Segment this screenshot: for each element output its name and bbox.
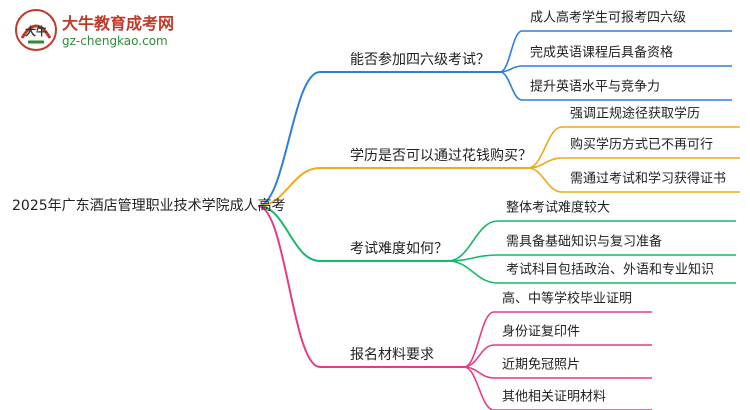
leaf-topic-2-2: 购买学历方式已不再可行 bbox=[570, 137, 713, 153]
leaf-topic-4-3: 近期免冠照片 bbox=[502, 358, 580, 373]
mind-map-nodes: 2025年广东酒店管理职业技术学院成人高考 能否参加四六级考试？ 成人高考学生可报考… bbox=[12, 10, 726, 405]
leaf-link-1-1 bbox=[499, 30, 523, 73]
leaf-link-3-1 bbox=[447, 220, 499, 262]
leaf-link-1-2 bbox=[499, 65, 523, 73]
leaf-link-2-3 bbox=[527, 167, 563, 193]
leaf-topic-3-3: 考试科目包括政治、外语和专业知识 bbox=[506, 262, 714, 278]
leaf-link-1-3 bbox=[499, 71, 523, 101]
logo-title: 大牛教育成考网 bbox=[62, 14, 175, 33]
branch-link-2 bbox=[257, 167, 321, 207]
site-logo: 大牛 大牛教育成考网 gz-chengkao.com bbox=[14, 8, 244, 54]
branch-topic-4: 报名材料要求 bbox=[350, 347, 434, 363]
leaf-link-2-1 bbox=[527, 126, 563, 169]
branch-topic-2: 学历是否可以通过花钱购买？ bbox=[350, 148, 532, 164]
leaf-topic-2-3: 需通过考试和学习获得证书 bbox=[570, 171, 726, 187]
leaf-link-3-3 bbox=[447, 260, 499, 284]
leaf-topic-1-1: 成人高考学生可报考四六级 bbox=[530, 10, 686, 26]
leaf-topic-4-4: 其他相关证明材料 bbox=[502, 390, 606, 405]
logo-emblem-icon: 大牛 bbox=[15, 9, 57, 51]
leaf-topic-1-3: 提升英语水平与竞争力 bbox=[530, 79, 660, 95]
branch-link-1 bbox=[257, 71, 321, 207]
branch-link-4 bbox=[257, 205, 321, 368]
mind-map-links bbox=[257, 30, 740, 410]
branch-topic-3: 考试难度如何？ bbox=[350, 241, 448, 257]
leaf-topic-4-2: 身份证复印件 bbox=[502, 324, 580, 340]
branch-link-3 bbox=[257, 205, 321, 262]
leaf-topic-1-2: 完成英语课程后具备资格 bbox=[530, 45, 673, 61]
logo-url: gz-chengkao.com bbox=[62, 34, 168, 48]
leaf-topic-3-2: 需具备基础知识与复习准备 bbox=[506, 234, 662, 250]
leaf-topic-3-1: 整体考试难度较大 bbox=[506, 200, 610, 216]
leaf-link-4-1 bbox=[463, 311, 495, 368]
root-topic: 2025年广东酒店管理职业技术学院成人高考 bbox=[12, 197, 286, 214]
branch-topic-1: 能否参加四六级考试？ bbox=[350, 51, 490, 68]
leaf-link-4-4 bbox=[463, 366, 495, 410]
logo-mark-text: 大牛 bbox=[25, 24, 47, 38]
leaf-topic-4-1: 高、中等学校毕业证明 bbox=[502, 291, 632, 307]
leaf-link-3-2 bbox=[447, 254, 499, 262]
leaf-link-4-2 bbox=[463, 344, 495, 368]
leaf-topic-2-1: 强调正规途径获取学历 bbox=[570, 106, 700, 122]
